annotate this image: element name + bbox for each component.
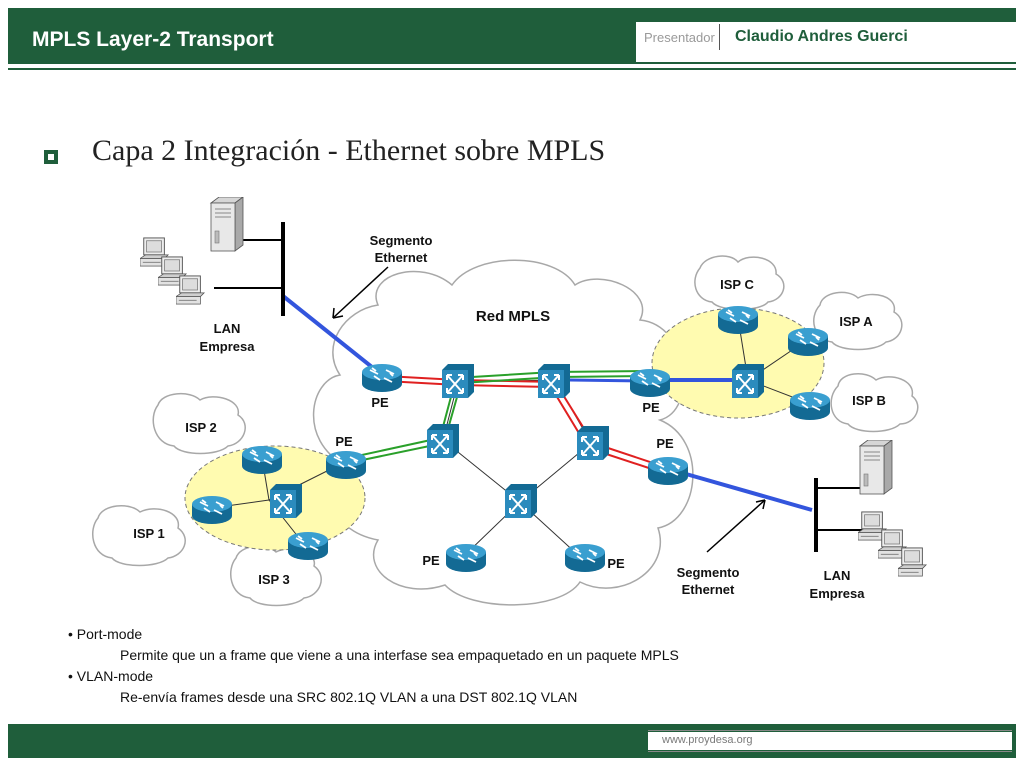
- segmento-bottom-label: Segmento: [677, 565, 740, 580]
- pe-label: PE: [422, 553, 440, 568]
- footer-rule: [648, 751, 1012, 752]
- presenter-divider: [719, 24, 720, 50]
- pe-label: PE: [607, 556, 625, 571]
- isp-b-label: ISP B: [852, 393, 886, 408]
- core-switch-icon: [426, 423, 460, 459]
- core-switch-icon: [504, 483, 538, 519]
- presenter-name: Claudio Andres Guerci: [735, 28, 908, 45]
- footer-url[interactable]: www.proydesa.org: [662, 734, 753, 746]
- lan-right-label: Empresa: [810, 586, 866, 601]
- isp-c-label: ISP C: [720, 277, 754, 292]
- lan-left-label: Empresa: [200, 339, 256, 354]
- pe-label: PE: [335, 434, 353, 449]
- core-switch-icon: [537, 363, 571, 399]
- presentation-title: MPLS Layer-2 Transport: [32, 28, 274, 51]
- isp-1-label: ISP 1: [133, 526, 165, 541]
- pe-label: PE: [371, 395, 389, 410]
- pe-router-icon: [647, 456, 689, 486]
- bullet-detail: Permite que un a frame que viene a una i…: [120, 647, 679, 663]
- router-icon: [287, 531, 329, 561]
- presenter-label: Presentador: [644, 30, 715, 45]
- slide-title: Capa 2 Integración - Ethernet sobre MPLS: [92, 134, 606, 167]
- bullet-item: • Port-mode: [68, 626, 143, 642]
- pe-router-icon: [325, 450, 367, 480]
- lan-left-label: LAN: [214, 321, 241, 336]
- lan-right-label: LAN: [824, 568, 851, 583]
- router-icon: [717, 305, 759, 335]
- core-switch-icon: [576, 425, 610, 461]
- footer-url-strip: [648, 732, 1012, 750]
- pe-label: PE: [656, 436, 674, 451]
- pe-label: PE: [642, 400, 660, 415]
- isp-3-label: ISP 3: [258, 572, 290, 587]
- pe-router-icon: [445, 543, 487, 573]
- pe-router-icon: [361, 363, 403, 393]
- access-switch-icon: [731, 363, 765, 399]
- server-icon: [859, 440, 893, 495]
- isp-a-label: ISP A: [839, 314, 873, 329]
- router-icon: [241, 445, 283, 475]
- header-bar: MPLS Layer-2 Transport Presentador Claud…: [8, 8, 1016, 64]
- server-icon: [210, 197, 244, 252]
- bullet-list: • Port-mode Permite que un a frame que v…: [68, 624, 679, 708]
- powered-by: Powered by FUNDACIÓN PROYDESA: [728, 52, 867, 61]
- core-switch-icon: [441, 363, 475, 399]
- red-mpls-label: Red MPLS: [476, 308, 550, 325]
- router-icon: [789, 391, 831, 421]
- title-bullet-icon: [44, 150, 58, 164]
- bullet-detail: Re-envía frames desde una SRC 802.1Q VLA…: [120, 689, 578, 705]
- footer-rule: [648, 730, 1012, 731]
- segmento-bottom-label: Ethernet: [682, 582, 735, 597]
- header-divider: [8, 68, 1016, 70]
- footer-bar: www.proydesa.org: [8, 724, 1016, 758]
- pc-icon: [176, 275, 205, 305]
- isp-2-label: ISP 2: [185, 420, 217, 435]
- bullet-item: • VLAN-mode: [68, 668, 154, 684]
- router-icon: [191, 495, 233, 525]
- segmento-top-label: Ethernet: [375, 250, 428, 265]
- pc-icon: [898, 547, 927, 577]
- pe-router-icon: [564, 543, 606, 573]
- access-switch-icon: [269, 483, 303, 519]
- presenter-box: [636, 22, 1016, 62]
- router-icon: [787, 327, 829, 357]
- pe-router-icon: [629, 368, 671, 398]
- segmento-top-label: Segmento: [370, 233, 433, 248]
